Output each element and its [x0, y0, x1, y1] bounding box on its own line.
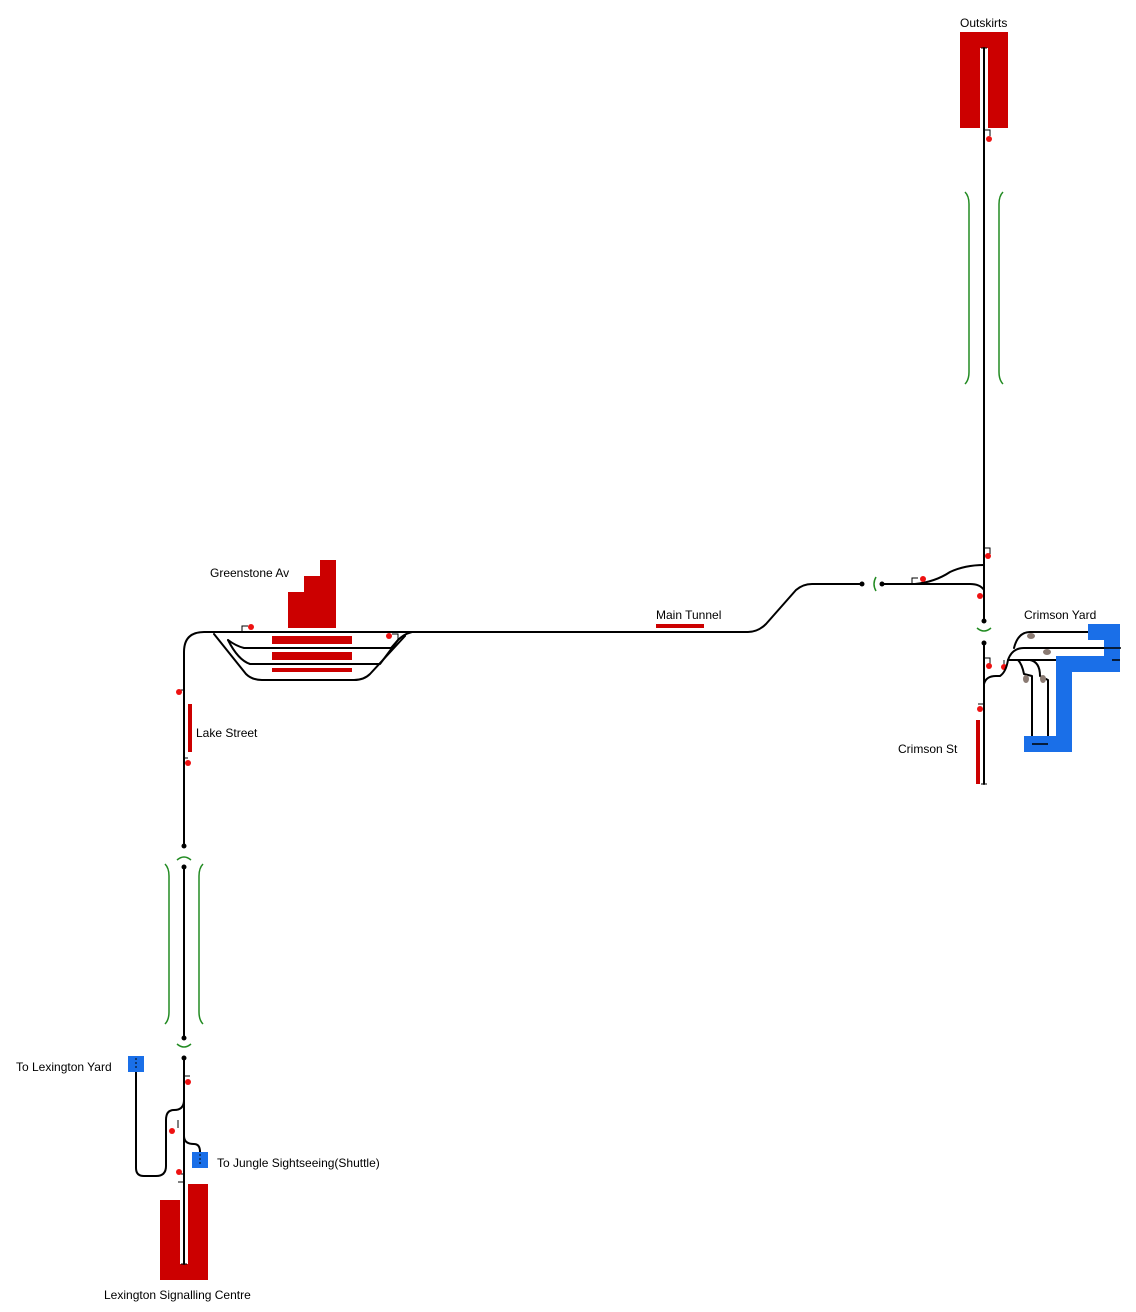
lexington-platform-base: [160, 1264, 208, 1280]
greenstone-platform-3: [272, 668, 352, 672]
label-to-jungle-sightseeing: To Jungle Sightseeing(Shuttle): [217, 1156, 380, 1170]
signal-greenstone-west: [248, 624, 254, 630]
signal-lexington-2: [169, 1128, 175, 1134]
points-indicator: [1027, 633, 1035, 639]
signal-junction-north: [985, 553, 991, 559]
jungle-branch: [183, 1135, 201, 1161]
signal-post: [984, 657, 991, 664]
section-node: [879, 581, 885, 587]
crimson-yard-road-2: [1013, 631, 1105, 649]
greenstone-track-4: [213, 633, 406, 681]
junction-curve-upper: [881, 564, 985, 585]
label-greenstone-av: Greenstone Av: [210, 566, 289, 580]
section-node: [181, 1035, 187, 1041]
tunnel-bracket-right: [198, 863, 204, 1025]
signal-post: [241, 625, 248, 632]
signal-crimson-2: [977, 706, 983, 712]
greenstone-platform-1: [272, 636, 352, 644]
signal-post: [911, 577, 918, 584]
main-line-east: [411, 583, 863, 633]
tunnel-bracket-short: [176, 1043, 192, 1048]
crimson-yard-road-3: [1017, 659, 1033, 745]
lake-street-platform: [188, 704, 192, 752]
main-line-west-curve: [183, 631, 213, 847]
outskirts-station: [960, 32, 1008, 621]
junction-curve-lower: [914, 583, 985, 591]
points-indicator: [1023, 675, 1029, 683]
signal-lake-street-north: [176, 689, 182, 695]
points-indicator: [1043, 649, 1051, 655]
signal-junction-south: [977, 593, 983, 599]
tunnel-bracket-left: [964, 191, 970, 385]
signal-junction-west: [920, 576, 926, 582]
section-node: [181, 843, 187, 849]
signal-post: [392, 633, 399, 640]
label-lake-street: Lake Street: [196, 726, 258, 740]
lexington-platform-right: [188, 1184, 208, 1280]
greenstone-platform-2: [272, 652, 352, 660]
signal-post: [984, 547, 991, 554]
crimson-st-platform: [976, 720, 980, 784]
lexington-signalling-centre-station: [160, 1183, 208, 1280]
lexington-yard-branch: [135, 1067, 185, 1177]
signal-post: [984, 129, 991, 136]
tunnel-bracket-short: [976, 627, 992, 632]
crimson-yard-lead: [983, 647, 1121, 685]
signal-post: [178, 1176, 185, 1183]
signal-lexington-3: [176, 1169, 182, 1175]
tunnel-bracket-short: [873, 576, 877, 592]
section-node: [981, 618, 987, 624]
greenstone-step-1: [288, 592, 304, 628]
tunnel-bracket-short: [176, 856, 192, 861]
crimson-yard-road-4: [1029, 659, 1049, 745]
label-outskirts: Outskirts: [960, 16, 1007, 30]
label-crimson-st: Crimson St: [898, 742, 958, 756]
tunnel-bracket-left: [164, 863, 170, 1025]
signal-crimson-1: [986, 663, 992, 669]
label-crimson-yard: Crimson Yard: [1024, 608, 1096, 622]
signal-greenstone-east: [386, 633, 392, 639]
label-main-tunnel: Main Tunnel: [656, 608, 721, 622]
tunnel-bracket-right: [998, 191, 1004, 385]
signal-lake-street-south: [185, 760, 191, 766]
label-to-lexington-yard: To Lexington Yard: [16, 1060, 112, 1074]
lexington-platform-left: [160, 1200, 180, 1280]
greenstone-av-station: [272, 560, 352, 672]
points-indicator: [1040, 675, 1046, 683]
label-lexington-signalling-centre: Lexington Signalling Centre: [104, 1288, 251, 1302]
signal-outskirts: [986, 136, 992, 142]
greenstone-step-2: [304, 576, 320, 628]
main-tunnel-marker: [656, 624, 704, 628]
greenstone-track-3: [227, 639, 399, 665]
signal-lexington-1: [185, 1079, 191, 1085]
crimson-yard-boundary: [1024, 624, 1120, 752]
greenstone-step-3: [320, 560, 336, 628]
